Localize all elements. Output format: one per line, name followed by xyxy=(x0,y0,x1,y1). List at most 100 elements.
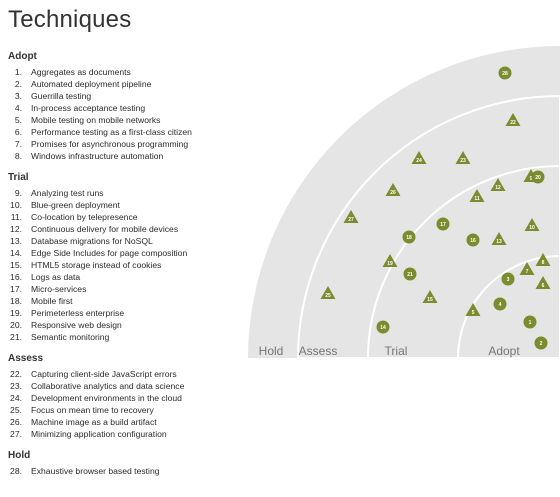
list-item: 23.Collaborative analytics and data scie… xyxy=(8,380,248,392)
item-number: 25. xyxy=(10,405,22,415)
blip-label: 24 xyxy=(416,158,422,164)
list-item: 4.In-process acceptance testing xyxy=(8,102,248,114)
blip-label: 20 xyxy=(535,175,541,181)
blip-15[interactable]: 15 xyxy=(422,290,438,303)
item-label: Analyzing test runs xyxy=(31,188,104,198)
blip-1[interactable]: 1 xyxy=(523,315,537,329)
blip-triangle-icon xyxy=(535,253,551,266)
list-item: 10.Blue-green deployment xyxy=(8,199,248,211)
list-item: 27.Minimizing application configuration xyxy=(8,428,248,440)
blip-10[interactable]: 10 xyxy=(524,218,540,231)
blip-23[interactable]: 23 xyxy=(455,151,471,164)
ring-adopt xyxy=(456,254,560,359)
list-item: 2.Automated deployment pipeline xyxy=(8,78,248,90)
blip-label: 10 xyxy=(529,225,535,231)
blip-27[interactable]: 27 xyxy=(343,210,359,223)
section-title: Assess xyxy=(8,353,44,364)
item-number: 12. xyxy=(10,224,22,234)
blip-4[interactable]: 4 xyxy=(493,297,507,311)
blip-18[interactable]: 18 xyxy=(402,230,416,244)
blip-17[interactable]: 17 xyxy=(436,217,450,231)
blip-8[interactable]: 8 xyxy=(535,253,551,266)
blip-triangle-icon xyxy=(455,151,471,164)
item-label: Performance testing as a first-class cit… xyxy=(31,127,192,137)
list-item: 20.Responsive web design xyxy=(8,319,248,331)
blip-label: 5 xyxy=(472,310,475,316)
blip-circle-icon xyxy=(531,170,545,184)
list-item: 19.Perimeterless enterprise xyxy=(8,307,248,319)
item-label: Promises for asynchronous programming xyxy=(31,139,189,149)
item-label: Capturing client-side JavaScript errors xyxy=(31,369,177,379)
blip-14[interactable]: 14 xyxy=(376,320,390,334)
blip-19[interactable]: 19 xyxy=(382,254,398,267)
blip-triangle-icon xyxy=(535,276,551,289)
blip-2[interactable]: 2 xyxy=(534,336,548,350)
item-label: Perimeterless enterprise xyxy=(31,308,125,318)
blip-26[interactable]: 26 xyxy=(385,183,401,196)
list-item: 15.HTML5 storage instead of cookies xyxy=(8,259,248,271)
blip-24[interactable]: 24 xyxy=(411,151,427,164)
item-number: 7. xyxy=(14,139,22,149)
item-number: 16. xyxy=(10,272,22,282)
blip-label: 7 xyxy=(526,269,529,275)
blip-21[interactable]: 21 xyxy=(403,267,417,281)
list-item: 3.Guerrilla testing xyxy=(8,90,248,102)
blip-7[interactable]: 7 xyxy=(519,262,535,275)
list-item: 16.Logs as data xyxy=(8,271,248,283)
blip-label: 11 xyxy=(474,196,480,202)
blip-label: 8 xyxy=(542,260,545,266)
page-title: Techniques xyxy=(8,6,132,33)
blip-6[interactable]: 6 xyxy=(535,276,551,289)
item-label: Guerrilla testing xyxy=(31,91,92,101)
blip-12[interactable]: 12 xyxy=(490,178,506,191)
item-number: 1. xyxy=(14,67,22,77)
item-label: Windows infrastructure automation xyxy=(31,151,164,161)
item-label: Micro-services xyxy=(31,284,87,294)
blip-11[interactable]: 11 xyxy=(469,189,485,202)
list-item: 9.Analyzing test runs xyxy=(8,187,248,199)
blip-16[interactable]: 16 xyxy=(466,233,480,247)
item-label: Co-location by telepresence xyxy=(31,212,138,222)
blip-circle-icon xyxy=(403,267,417,281)
blip-label: 25 xyxy=(325,293,331,299)
ring-label-hold: Hold xyxy=(259,344,284,358)
blip-label: 19 xyxy=(387,261,393,267)
blip-5[interactable]: 5 xyxy=(465,303,481,316)
list-item: 17.Micro-services xyxy=(8,283,248,295)
list-item: 5.Mobile testing on mobile networks xyxy=(8,114,248,126)
list-item: 1.Aggregates as documents xyxy=(8,66,248,78)
blip-label: 17 xyxy=(440,222,446,228)
item-label: Automated deployment pipeline xyxy=(31,79,152,89)
blip-label: 6 xyxy=(542,283,545,289)
item-label: Responsive web design xyxy=(31,320,122,330)
blip-label: 16 xyxy=(470,238,476,244)
blip-triangle-icon xyxy=(320,286,336,299)
blip-28[interactable]: 28 xyxy=(498,66,512,80)
item-number: 8. xyxy=(14,151,22,161)
blip-25[interactable]: 25 xyxy=(320,286,336,299)
blip-22[interactable]: 22 xyxy=(505,113,521,126)
blip-20[interactable]: 20 xyxy=(531,170,545,184)
blip-label: 4 xyxy=(499,302,502,308)
radar-blips: 1234567891011121314151617181920212223242… xyxy=(320,66,551,350)
item-label: Continuous delivery for mobile devices xyxy=(31,224,179,234)
blip-triangle-icon xyxy=(519,262,535,275)
blip-label: 14 xyxy=(380,325,386,331)
radar-rings xyxy=(248,46,560,359)
item-number: 21. xyxy=(10,332,22,342)
list-item: 25. Focus on mean time to recovery xyxy=(8,404,248,416)
item-label: Focus on mean time to recovery xyxy=(31,405,154,415)
item-label: In-process acceptance testing xyxy=(31,103,146,113)
item-label: Exhaustive browser based testing xyxy=(31,466,160,476)
blip-triangle-icon xyxy=(490,178,506,191)
list-item: 21.Semantic monitoring xyxy=(8,331,248,343)
blip-label: 13 xyxy=(496,239,502,245)
item-number: 5. xyxy=(14,115,22,125)
list-item: 11.Co-location by telepresence xyxy=(8,211,248,223)
blip-3[interactable]: 3 xyxy=(501,272,515,286)
item-number: 10. xyxy=(10,200,22,210)
blip-13[interactable]: 13 xyxy=(491,232,507,245)
